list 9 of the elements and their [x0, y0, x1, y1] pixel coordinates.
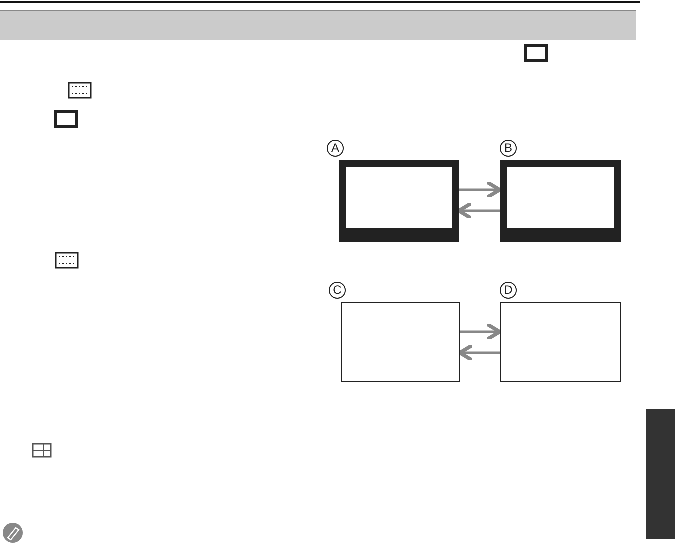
- screen-letter: B: [500, 140, 517, 157]
- chapter-tab: [646, 409, 675, 539]
- screen-letter: A: [327, 140, 344, 157]
- arrow: [457, 202, 500, 220]
- screen-letter: C: [329, 282, 346, 299]
- arrow: [458, 344, 500, 362]
- screen-letter: D: [500, 282, 517, 299]
- arrow: [460, 322, 502, 342]
- arrow: [459, 180, 502, 200]
